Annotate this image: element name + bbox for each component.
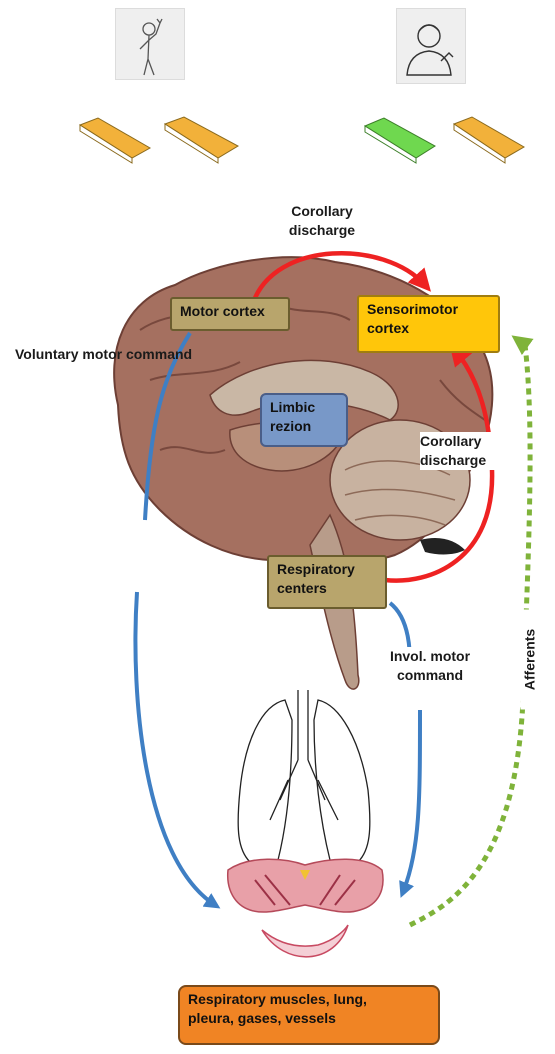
corollary-discharge-top-label: Corollary discharge — [262, 202, 382, 240]
corollary-discharge-right-label: Corollary discharge — [420, 432, 515, 470]
afferents-label: Afferents — [521, 610, 540, 710]
limbic-region-box: Limbic rezion — [260, 393, 348, 447]
respiratory-muscles-box: Respiratory muscles, lung, pleura, gases… — [178, 985, 440, 1045]
voluntary-motor-command-label: Voluntary motor command — [15, 345, 265, 364]
lungs-illustration — [238, 690, 370, 862]
motor-cortex-box: Motor cortex — [170, 297, 290, 331]
involuntary-motor-command-label: Invol. motor command — [375, 647, 485, 685]
diaphragm-illustration — [228, 859, 383, 957]
sensorimotor-cortex-box: Sensorimotor cortex — [357, 295, 500, 353]
respiratory-centers-box: Respiratory centers — [267, 555, 387, 609]
involuntary-motor-command-arrow-lower — [403, 710, 420, 892]
voluntary-motor-command-arrow-lower — [135, 592, 215, 905]
